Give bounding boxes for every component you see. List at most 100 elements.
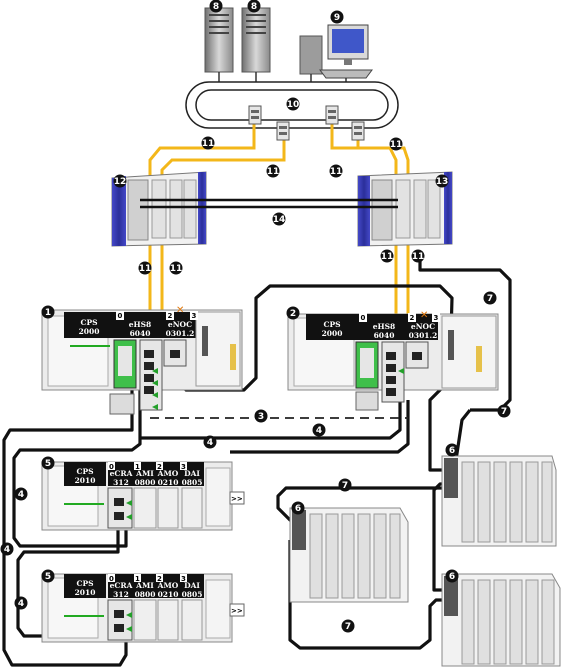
drop1-slot-1: 1 (135, 463, 140, 471)
callout-badge-number: 11 (267, 167, 280, 177)
drop2-dai-label: DAI (184, 581, 200, 590)
callout-badge (312, 423, 326, 437)
drop1-cps-label: CPS (76, 467, 93, 476)
callout-badge (41, 305, 55, 319)
callout-badge (14, 487, 28, 501)
main-ehs-label: eHS8 (129, 320, 152, 329)
drop2-ecra-model: 312 (113, 590, 129, 599)
callout-badge (389, 137, 403, 151)
main-rack: CPS 2000 eHS8 6040 eNOC 0301.2 0 2 3 (41, 309, 243, 415)
callout-badge (445, 569, 459, 583)
callout-badge-number: 4 (4, 545, 10, 555)
callout-badge (203, 435, 217, 449)
callout-badge-number: 11 (412, 252, 425, 262)
callout-badge (41, 569, 55, 583)
standby-cps-model: 2000 (322, 329, 343, 338)
server-icon (241, 7, 271, 73)
switch-icon (325, 105, 339, 125)
standby-enoc-model: 0301.2 (409, 331, 438, 340)
drop1-amo-label: AMO (157, 469, 179, 478)
callout-badge (411, 249, 425, 263)
main-ehs-model: 6040 (130, 329, 151, 338)
io-island (289, 507, 409, 603)
standby-rack: CPS 2000 eHS8 6040 eNOC 0301.2 0 2 3 (287, 313, 499, 411)
standby-slot-2: 2 (410, 314, 415, 322)
callout-badge-number: 6 (449, 446, 455, 456)
drop1-cps-model: 2010 (75, 476, 96, 485)
callout-badge-number: 11 (381, 252, 394, 262)
standby-slot-0: 0 (361, 314, 366, 322)
workstation-icon (299, 24, 373, 79)
callout-badge (266, 164, 280, 178)
drop2-ecra-label: eCRA (110, 581, 133, 590)
callout-badge-number: 11 (390, 140, 403, 150)
standby-enoc-label: eNOC (411, 322, 435, 331)
callout-badge-number: 6 (449, 572, 455, 582)
callout-badge-number: 4 (207, 438, 213, 448)
callout-badge (113, 174, 127, 188)
drop2-extend-arrow: >> (231, 607, 243, 615)
callout-badge (272, 212, 286, 226)
drop-rack-2: CPS 2010 eCRA 312 AMI 0800 AMO 0210 DAI … (41, 573, 245, 643)
callout-badge-number: 11 (170, 264, 183, 274)
standby-ehs-label: eHS8 (373, 322, 396, 331)
drop1-ecra-model: 312 (113, 478, 129, 487)
callout-badge (41, 456, 55, 470)
callout-badge (341, 619, 355, 633)
drop1-dai-label: DAI (184, 469, 200, 478)
callout-badge (209, 0, 223, 13)
callout-badge (169, 261, 183, 275)
drop2-amo-model: 0210 (158, 590, 179, 599)
main-cps-label: CPS (80, 318, 97, 327)
callout-badge-number: 6 (295, 504, 301, 514)
callout-badge-number: 9 (334, 13, 340, 23)
callout-badge (286, 306, 300, 320)
main-slot-0: 0 (118, 312, 123, 320)
drop2-amo-label: AMO (157, 581, 179, 590)
callout-badge (201, 136, 215, 150)
callout-badge-number: 5 (45, 459, 51, 469)
callout-badge-number: 4 (18, 599, 24, 609)
io-island (441, 573, 561, 667)
callout-badge (247, 0, 261, 13)
drop2-cps-model: 2010 (75, 588, 96, 597)
drop1-amo-model: 0210 (158, 478, 179, 487)
drop2-dai-model: 0805 (182, 590, 203, 599)
switch-icon (351, 121, 365, 141)
standby-cps-label: CPS (323, 320, 340, 329)
callout-badge-number: 11 (139, 264, 152, 274)
standby-slot-3: 3 (434, 314, 439, 322)
drop2-slot-3: 3 (181, 575, 186, 583)
standby-ehs-model: 6040 (374, 331, 395, 340)
callout-badge-number: 4 (18, 490, 24, 500)
callout-badge (138, 261, 152, 275)
callout-badge (497, 404, 511, 418)
callout-badge (330, 10, 344, 24)
callout-badge-number: 3 (258, 412, 264, 422)
managed-switch-13 (357, 171, 453, 247)
drop2-slot-1: 1 (135, 575, 140, 583)
callout-badge-number: 7 (342, 481, 348, 491)
callout-badge-number: 12 (114, 177, 127, 187)
callout-badge (286, 97, 300, 111)
io-island (441, 455, 557, 547)
main-enoc-label: eNOC (168, 320, 192, 329)
drop1-ecra-label: eCRA (110, 469, 133, 478)
callout-badge (329, 164, 343, 178)
callout-badge (380, 249, 394, 263)
drop2-ami-model: 0800 (135, 590, 156, 599)
drop1-slot-3: 3 (181, 463, 186, 471)
callout-badge-number: 5 (45, 572, 51, 582)
drop2-slot-0: 0 (109, 575, 114, 583)
callout-badge-number: 11 (202, 139, 215, 149)
drop1-slot-2: 2 (157, 463, 162, 471)
switch-icon (276, 121, 290, 141)
drop2-slot-2: 2 (157, 575, 162, 583)
drop1-ami-model: 0800 (135, 478, 156, 487)
callout-badge (435, 174, 449, 188)
callout-badge-number: 1 (45, 308, 51, 318)
callout-badge (254, 409, 268, 423)
fault-mark: ✕ (176, 305, 184, 316)
callout-badge (291, 501, 305, 515)
main-enoc-model: 0301.2 (166, 329, 195, 338)
